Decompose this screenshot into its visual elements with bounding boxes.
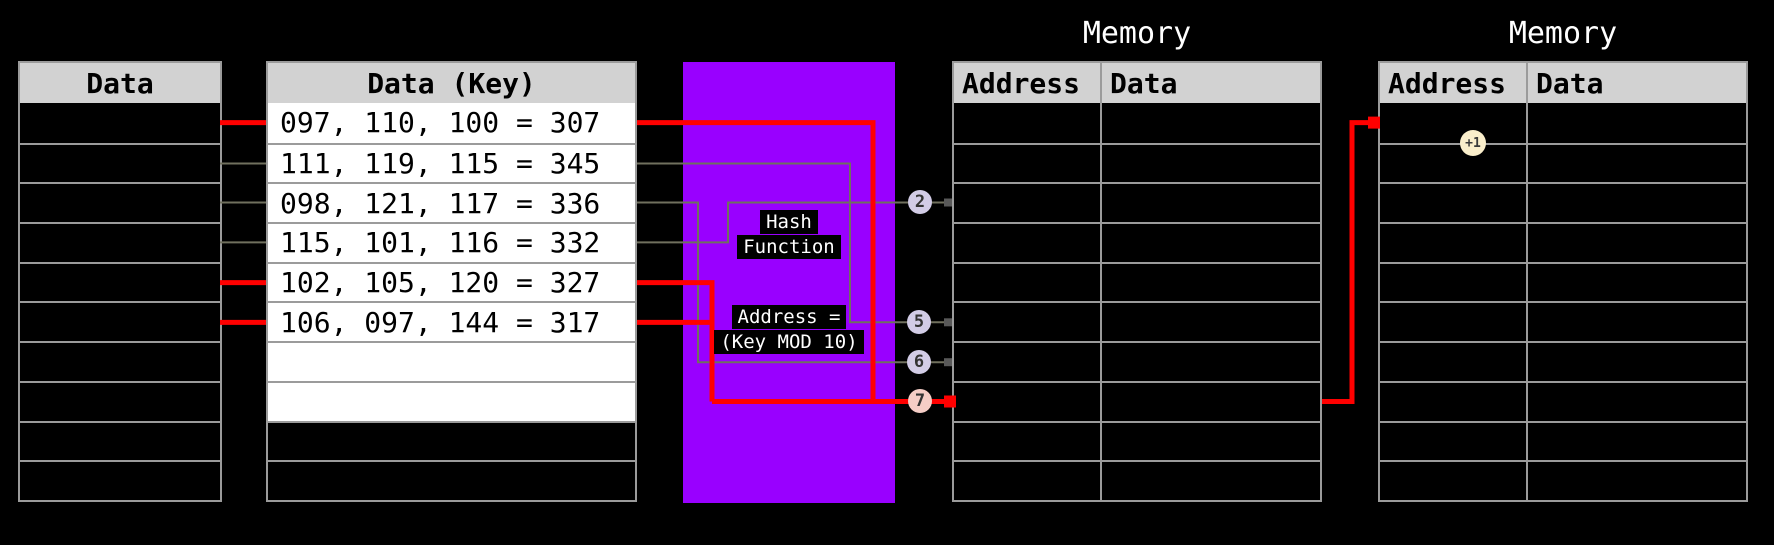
key-row-empty [268,341,635,381]
memory-row [1380,341,1746,381]
key-table: Data (Key) 097, 110, 100 = 307 111, 119,… [266,61,637,502]
data-table-row [20,420,220,461]
key-value: 098, 121, 117 = 336 [280,186,601,220]
memory-row [1380,380,1746,421]
memory-row [954,420,1320,461]
gray-arrow-marker [944,358,952,367]
address-bubble-6: 6 [907,350,931,374]
data-table-row [20,460,220,500]
hash-function-label: Hash Function [683,210,895,260]
address-bubble-5: 5 [907,310,931,334]
memory-row [954,341,1320,381]
data-table-row [20,182,220,223]
data-column-header: Data [1526,63,1746,103]
hash-formula-label: Address = (Key MOD 10) [683,305,895,355]
key-value: 106, 097, 144 = 317 [280,305,601,339]
hash-function-box [683,62,895,503]
key-value: 102, 105, 120 = 327 [280,266,601,300]
address-bubble-7: 7 [908,389,932,413]
hash-function-label-line2: Function [737,235,841,259]
hash-formula-line2: (Key MOD 10) [714,330,864,354]
memory-row [1380,420,1746,461]
memory-right-table: Address Data [1378,61,1748,502]
key-row: 115, 101, 116 = 332 [268,222,635,262]
hash-function-label-line1: Hash [760,210,818,234]
memory-row [954,142,1320,183]
key-row: 098, 121, 117 = 336 [268,182,635,223]
key-table-header: Data (Key) [268,63,635,103]
memory-right-title: Memory [1508,15,1618,51]
memory-row [1380,222,1746,262]
hash-formula-line1: Address = [731,305,847,329]
increment-bubble: +1 [1460,130,1486,156]
key-row-empty [268,380,635,421]
data-table-row [20,380,220,421]
key-value: 115, 101, 116 = 332 [280,226,601,260]
memory-row [954,103,1320,143]
memory-row [1380,460,1746,500]
key-row: 102, 105, 120 = 327 [268,261,635,302]
data-table-row [20,261,220,302]
key-row-empty [268,420,635,461]
key-value: 097, 110, 100 = 307 [280,106,601,140]
address-column-header: Address [962,66,1081,100]
memory-row [954,380,1320,421]
key-value: 111, 119, 115 = 345 [280,147,601,181]
data-table-row [20,142,220,183]
memory-row [954,222,1320,262]
memory-left-header: Address Data [954,63,1320,103]
data-table-row [20,301,220,342]
connector-probe-to-right-memory [1322,120,1372,404]
memory-row [954,301,1320,342]
data-table: Data [18,61,222,502]
memory-row [954,261,1320,302]
data-table-header: Data [20,63,220,103]
key-row: 097, 110, 100 = 307 [268,103,635,143]
memory-row [954,182,1320,223]
address-bubble-2: 2 [908,190,932,214]
memory-row [1380,301,1746,342]
data-column-header: Data [1100,63,1320,103]
gray-arrow-marker [944,198,952,207]
memory-right-header: Address Data [1380,63,1746,103]
key-row: 111, 119, 115 = 345 [268,142,635,183]
memory-row [1380,261,1746,302]
gray-arrow-marker [944,318,952,327]
memory-row [954,460,1320,500]
memory-row [1380,142,1746,183]
memory-left-table: Address Data [952,61,1322,502]
key-row-empty [268,460,635,500]
memory-left-title: Memory [1082,15,1192,51]
key-row: 106, 097, 144 = 317 [268,301,635,342]
address-column-header: Address [1388,66,1507,100]
data-table-row [20,222,220,262]
data-table-row [20,341,220,381]
data-table-row [20,103,220,143]
memory-row [1380,182,1746,223]
memory-row [1380,103,1746,143]
